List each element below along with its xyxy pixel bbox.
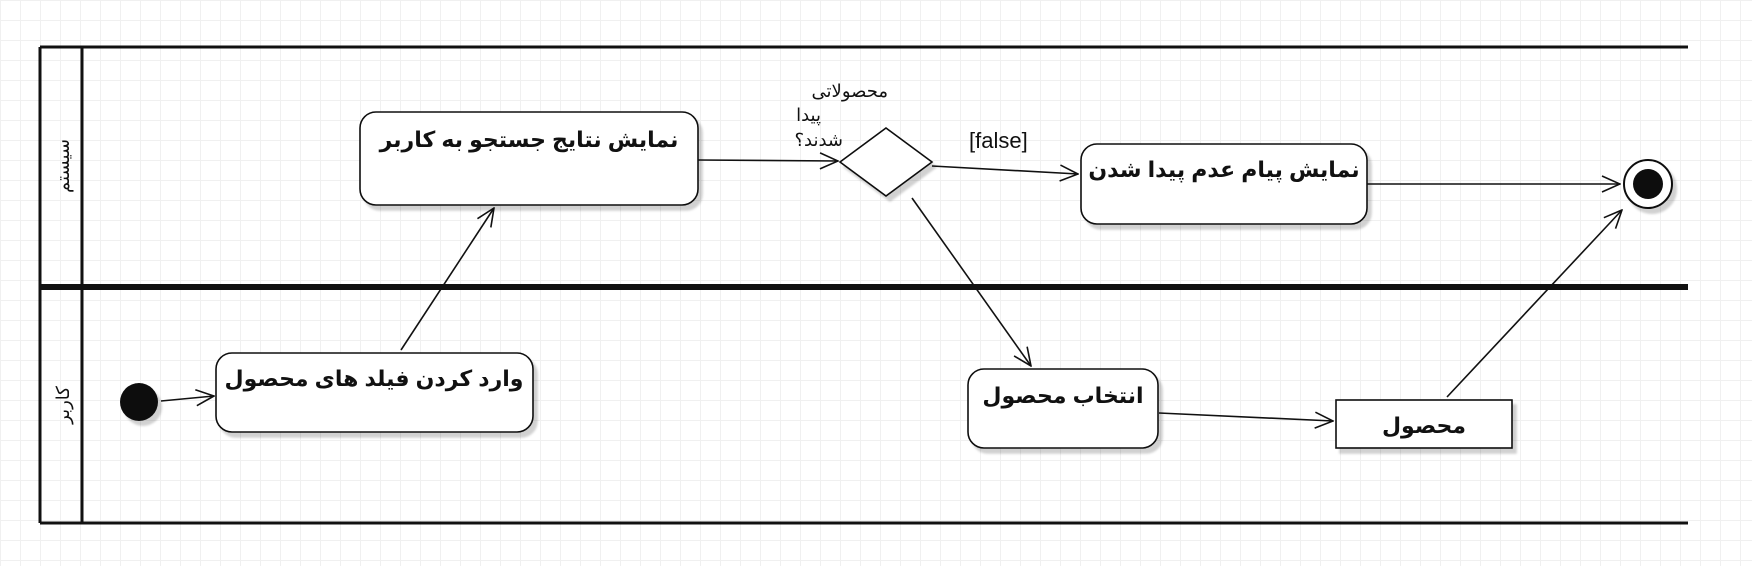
edge-results-to-decision: [697, 160, 838, 161]
action-show-results: نمایش نتایج جستجو به کاربر: [359, 111, 699, 206]
edge-start-to-enter: [160, 396, 214, 401]
action-show-not-found: نمایش پیام عدم پیدا شدن: [1080, 143, 1368, 225]
guard-false: [false]: [969, 128, 1028, 153]
decision-question-line-2: پیدا: [796, 105, 821, 126]
decision-question-line-3: شدند؟: [794, 130, 843, 150]
edge-decision-to-select: [911, 197, 1031, 366]
action-show-not-found-label: نمایش پیام عدم پیدا شدن: [1088, 157, 1359, 183]
action-enter-fields: وارد کردن فیلد های محصول: [215, 352, 534, 433]
object-node-product: محصول: [1335, 399, 1513, 449]
edge-select-to-product: [1158, 413, 1333, 421]
object-node-product-label: محصول: [1382, 413, 1466, 439]
action-enter-fields-label: وارد کردن فیلد های محصول: [225, 366, 524, 392]
edge-decision-false: [931, 166, 1078, 174]
lane-label-user: کاربر: [53, 386, 74, 425]
edges: [160, 160, 1622, 421]
final-node: [1623, 159, 1673, 209]
edge-product-to-final: [1446, 210, 1622, 398]
decision-node: [838, 127, 934, 197]
edge-enter-to-results: [400, 208, 494, 351]
swimlane-frame: [38, 45, 1688, 525]
lane-label-system: سیستم: [53, 139, 74, 193]
action-select-product: انتخاب محصول: [967, 368, 1159, 449]
initial-node: [120, 383, 158, 421]
decision-question: محصولاتی پیدا شدند؟: [794, 81, 888, 150]
action-show-results-label: نمایش نتایج جستجو به کاربر: [379, 127, 679, 153]
decision-question-line-1: محصولاتی: [812, 81, 888, 102]
action-select-product-label: انتخاب محصول: [982, 383, 1143, 409]
